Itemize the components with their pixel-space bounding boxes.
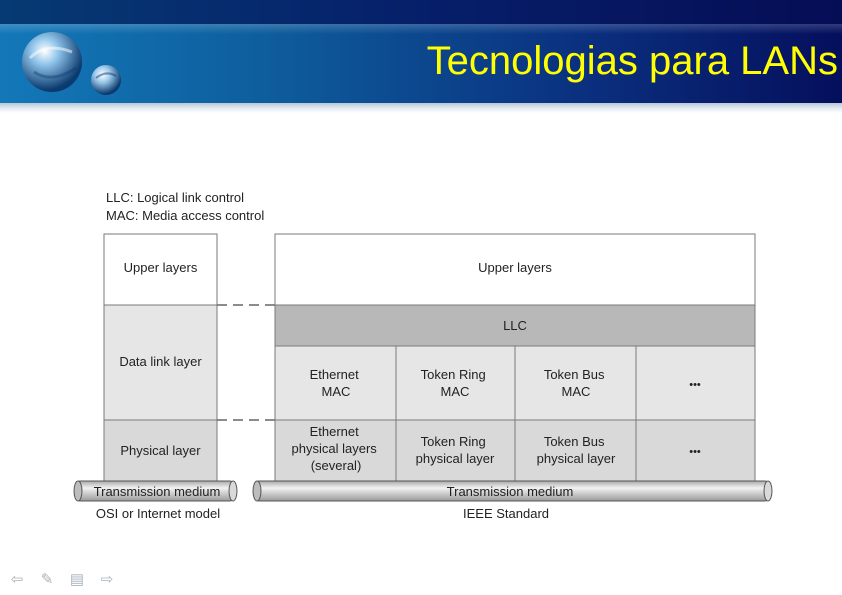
osi-physical-label: Physical layer [120, 443, 201, 458]
mac-label-others: ••• [689, 379, 701, 391]
forward-arrow-icon[interactable]: ⇨ [100, 571, 114, 588]
ieee-upper-layers-box [274, 233, 756, 306]
ieee-caption: IEEE Standard [463, 506, 549, 521]
legend-mac: MAC: Media access control [106, 208, 264, 223]
slide-title: Tecnologias para LANs [426, 39, 838, 83]
header-bottom-fade [0, 103, 842, 113]
llc-label: LLC [503, 318, 527, 333]
menu-icon[interactable]: ▤ [69, 571, 85, 588]
osi-upper-layers-box [103, 233, 218, 306]
phy-label-ethernet: Ethernet physical layers (several) [292, 424, 381, 473]
mac-box-token-bus [514, 345, 637, 421]
slide-navigation: ⇦ ✎ ▤ ⇨ [8, 570, 116, 588]
phy-box-ethernet [274, 419, 397, 482]
ieee-medium-label: Transmission medium [447, 484, 574, 499]
phy-label-others: ••• [689, 446, 701, 458]
phy-label-token-bus: Token Bus physical layer [537, 434, 616, 466]
mac-label-token-bus: Token Bus MAC [544, 367, 608, 399]
header-top-band [0, 0, 842, 24]
osi-transmission-medium: Transmission medium [73, 480, 238, 502]
mac-box-others [635, 345, 756, 421]
phy-box-token-bus [514, 419, 637, 482]
phy-box-token-ring [395, 419, 516, 482]
mac-box-token-ring [395, 345, 516, 421]
mac-box-ethernet [274, 345, 397, 421]
osi-caption: OSI or Internet model [96, 506, 220, 521]
phy-box-others [635, 419, 756, 482]
phy-label-token-ring: Token Ring physical layer [416, 434, 495, 466]
header-shine [0, 24, 842, 34]
mac-label-token-ring: Token Ring MAC [421, 367, 490, 399]
osi-upper-label: Upper layers [124, 260, 198, 275]
osi-medium-label: Transmission medium [94, 484, 221, 499]
ieee-upper-label: Upper layers [478, 260, 552, 275]
osi-data-link-label: Data link layer [119, 354, 202, 369]
ieee-transmission-medium: Transmission medium [252, 480, 773, 502]
pencil-icon[interactable]: ✎ [40, 571, 54, 588]
legend-llc: LLC: Logical link control [106, 190, 244, 205]
globe-logo-icon [22, 32, 121, 95]
back-arrow-icon[interactable]: ⇦ [10, 571, 24, 588]
slide-header: Tecnologias para LANs [0, 0, 842, 103]
mac-label-ethernet: Ethernet MAC [310, 367, 363, 399]
